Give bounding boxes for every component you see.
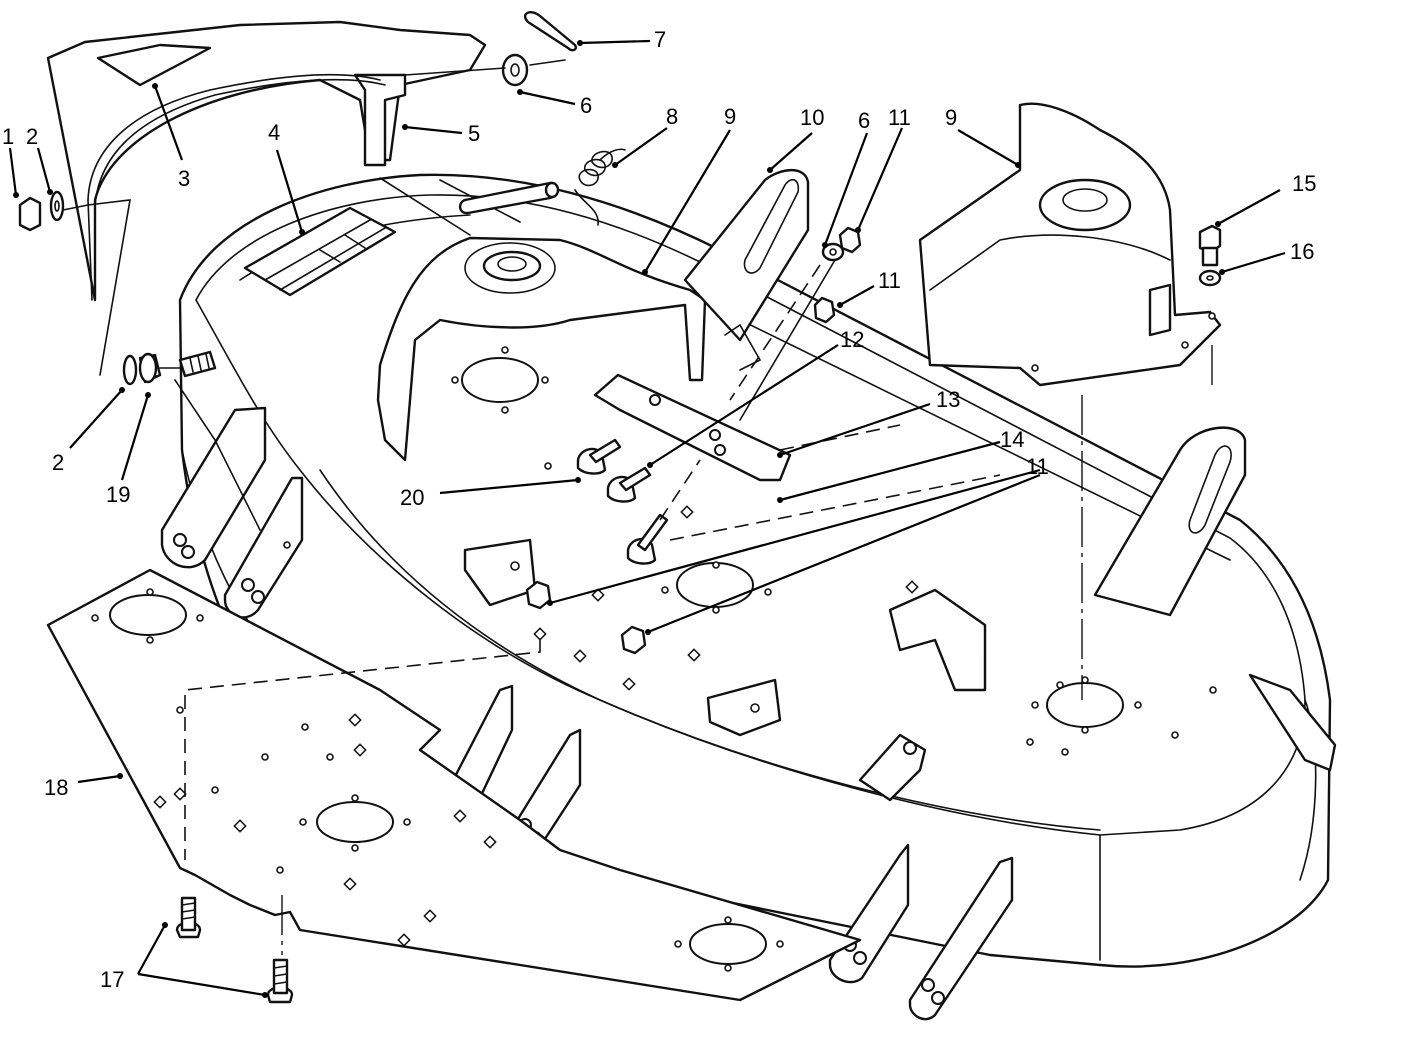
- callout-17: 17: [100, 967, 124, 992]
- callout-9-right: 9: [945, 105, 957, 130]
- deck-spindle-hole-right: [1046, 682, 1124, 728]
- callout-18: 18: [44, 775, 68, 800]
- callout-2-bottom: 2: [52, 450, 64, 475]
- baffle-bracket-center: [706, 678, 782, 737]
- washer-16: [1198, 269, 1222, 287]
- lock-nut-11-b: [813, 296, 836, 324]
- callout-14: 14: [1000, 427, 1024, 452]
- spindle-cover-right: [918, 102, 1222, 387]
- callout-7: 7: [654, 27, 666, 52]
- spring: [574, 148, 626, 226]
- callout-9-left: 9: [724, 104, 736, 129]
- callout-2-top: 2: [26, 124, 38, 149]
- callout-11-top: 11: [888, 105, 911, 130]
- callout-6-right: 6: [858, 108, 870, 133]
- callout-11-middle: 11: [878, 268, 901, 293]
- baffle-bracket-left: [463, 538, 537, 607]
- callout-4: 4: [268, 120, 280, 145]
- callout-12: 12: [840, 327, 864, 352]
- deck-rod: [458, 181, 560, 215]
- callout-3: 3: [178, 166, 190, 191]
- deck-spindle-hole-center: [676, 562, 754, 608]
- nut-1: [18, 196, 42, 232]
- washer-2-bottom: [122, 354, 138, 386]
- callout-19: 19: [106, 482, 130, 507]
- hanger-bracket-1: [160, 406, 267, 569]
- channel-bracket: [888, 588, 987, 692]
- belt-cover-bracket: [353, 73, 407, 167]
- bolt-15: [1198, 224, 1222, 254]
- spindle-cover-left: [376, 236, 707, 462]
- cotter-pin: [523, 11, 577, 52]
- deck-decal: [243, 206, 397, 297]
- callout-8: 8: [666, 104, 678, 129]
- lock-nut-11-c: [525, 580, 552, 610]
- carriage-bolts: [576, 438, 701, 565]
- callout-11-bottom: 11: [1026, 454, 1049, 479]
- callout-15: 15: [1292, 171, 1316, 196]
- callout-10: 10: [800, 105, 824, 130]
- belt-cover-decal: [96, 43, 212, 87]
- hanger-bracket-6: [908, 856, 1014, 1021]
- callout-leaders: [8, 39, 1286, 998]
- idler-arm: [683, 168, 810, 371]
- washer-2-top: [49, 190, 65, 222]
- adjustment-plate: [593, 373, 792, 482]
- deck-bottom-plate: [46, 568, 862, 1002]
- washer-6-right: [821, 242, 845, 262]
- callout-13: 13: [936, 387, 960, 412]
- callout-6-top: 6: [580, 93, 592, 118]
- washer-6-top: [501, 53, 529, 87]
- deck-spindle-hole-left: [461, 357, 539, 403]
- callout-20: 20: [400, 485, 424, 510]
- callout-1: 1: [2, 124, 14, 149]
- lock-nut-11-a: [838, 226, 862, 254]
- callout-labels: 1 2 2 3 4 5 6 6 7 8 9 9 10 11 11 11 12 1…: [2, 27, 1316, 992]
- callout-16: 16: [1290, 239, 1314, 264]
- lock-nut-11-d: [620, 625, 647, 655]
- callout-5: 5: [468, 121, 480, 146]
- hardware: [18, 11, 1222, 1004]
